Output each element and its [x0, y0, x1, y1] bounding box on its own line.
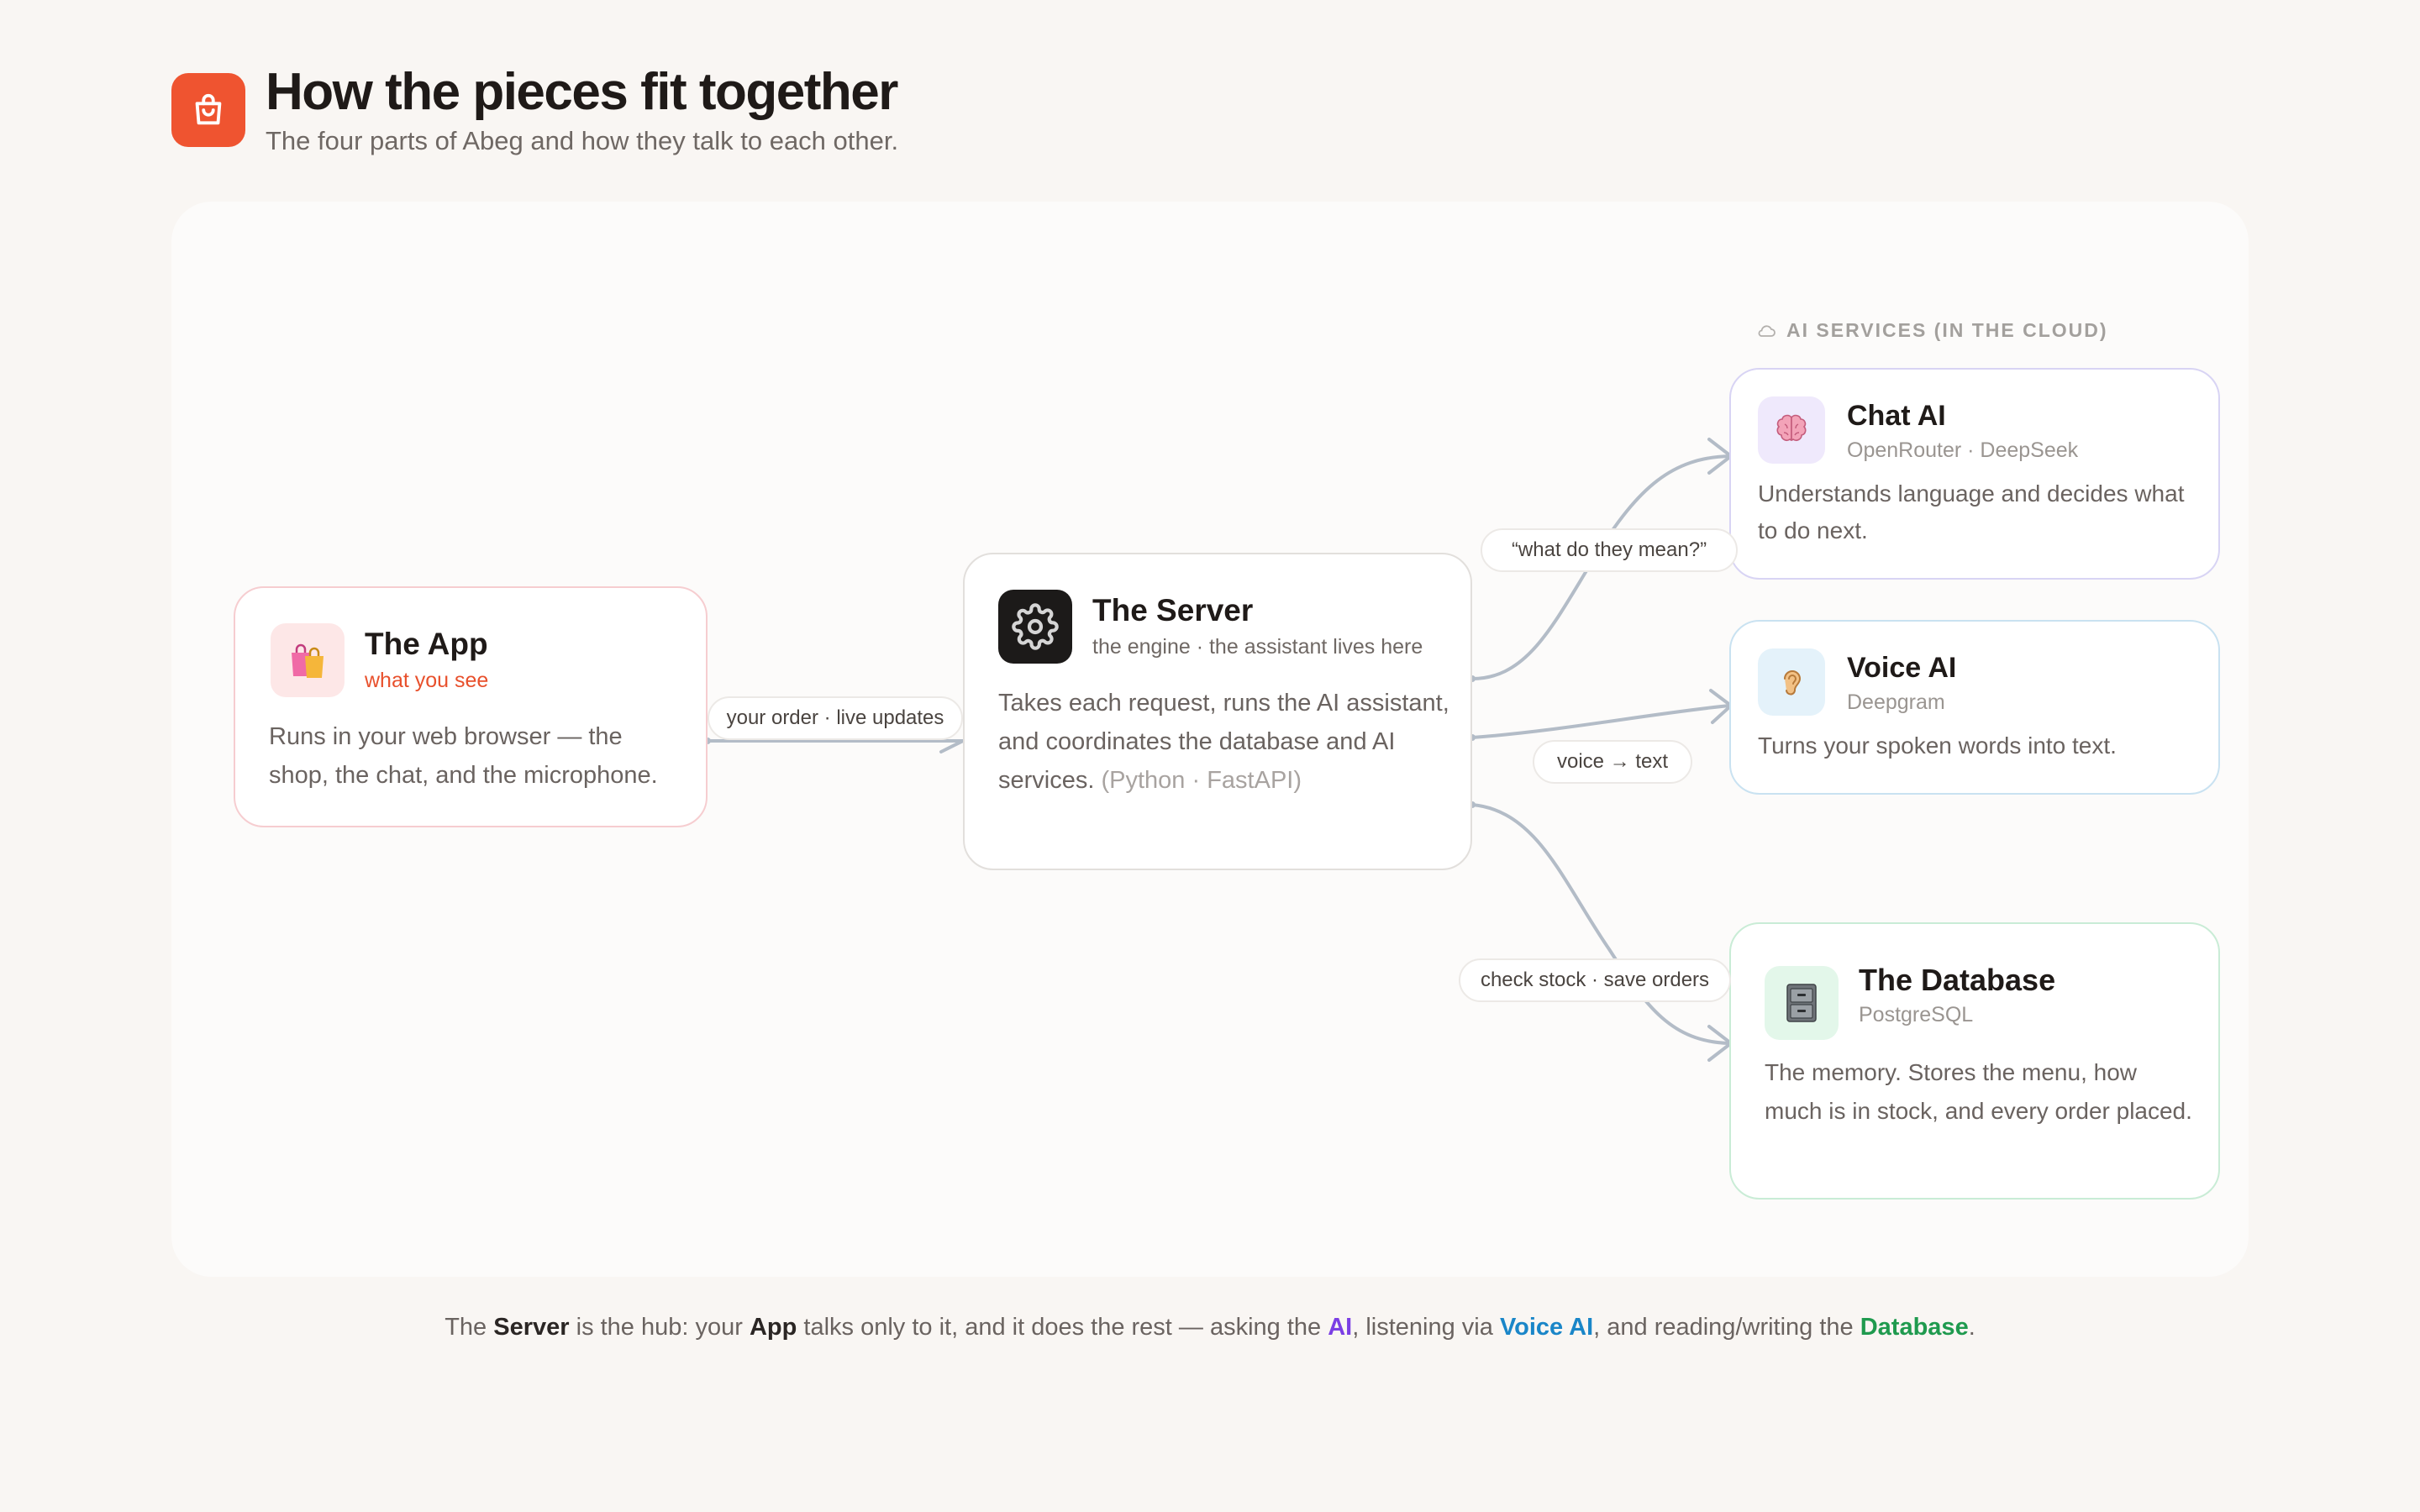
cloud-icon	[1758, 324, 1776, 337]
card-database-title: The Database	[1859, 963, 2056, 997]
footer-voice: Voice AI	[1499, 1314, 1594, 1341]
card-chat-ai-title: Chat AI	[1847, 400, 1946, 432]
page-subtitle: The four parts of Abeg and how they talk…	[266, 126, 899, 155]
footer-text: The	[445, 1314, 494, 1341]
card-database-description: The memory. Stores the menu, how much is…	[1765, 1059, 2192, 1124]
footer-text: .	[1968, 1314, 1975, 1341]
card-chat-ai-description: Understands language and decides what to…	[1758, 480, 2185, 543]
label-server-chat: “what do they mean?”	[1481, 528, 1738, 572]
footer-ai: AI	[1328, 1314, 1353, 1341]
card-chat-ai: Chat AI OpenRouter · DeepSeek Understand…	[1729, 368, 2220, 580]
card-server-description: Takes each request, runs the AI assistan…	[998, 684, 1452, 800]
card-app-subtitle: what you see	[365, 669, 489, 692]
card-server-tech: (Python · FastAPI)	[1101, 767, 1302, 794]
footer-app: App	[749, 1314, 797, 1341]
ear-icon	[1758, 648, 1825, 716]
card-chat-ai-subtitle: OpenRouter · DeepSeek	[1847, 438, 2079, 462]
file-cabinet-icon	[1765, 966, 1839, 1040]
card-voice-ai: Voice AI Deepgram Turns your spoken word…	[1729, 620, 2220, 795]
page-title: How the pieces fit together	[266, 63, 898, 121]
card-server-subtitle: the engine · the assistant lives here	[1092, 635, 1423, 659]
shopping-bags-icon	[271, 623, 345, 697]
brain-icon	[1758, 396, 1825, 464]
footer-database: Database	[1860, 1314, 1969, 1341]
card-server-description-text: Takes each request, runs the AI assistan…	[998, 690, 1449, 794]
card-database-subtitle: PostgreSQL	[1859, 1003, 1974, 1026]
card-app-title: The App	[365, 627, 488, 661]
footer-text: , listening via	[1352, 1314, 1500, 1341]
footer-text: is the hub: your	[569, 1314, 750, 1341]
card-server: The Server the engine · the assistant li…	[963, 553, 1472, 870]
label-app-server: your order · live updates	[708, 696, 963, 740]
card-voice-ai-description: Turns your spoken words into text.	[1758, 732, 2117, 759]
footer-text: talks only to it, and it does the rest —…	[797, 1314, 1328, 1341]
card-app-description: Runs in your web browser — the shop, the…	[269, 723, 658, 789]
footer-text: , and reading/writing the	[1593, 1314, 1860, 1341]
card-app: The App what you see Runs in your web br…	[234, 586, 708, 827]
ai-services-label: AI SERVICES (IN THE CLOUD)	[1756, 319, 2108, 342]
app-logo	[171, 73, 245, 147]
footer-caption: The Server is the hub: your App talks on…	[0, 1310, 2420, 1344]
footer-server: Server	[493, 1314, 570, 1341]
card-voice-ai-title: Voice AI	[1847, 652, 1957, 684]
card-server-title: The Server	[1092, 593, 1254, 627]
shopping-bag-icon	[195, 93, 222, 125]
card-database: The Database PostgreSQL The memory. Stor…	[1729, 922, 2220, 1200]
label-server-voice: voice → text	[1533, 740, 1692, 784]
label-server-db: check stock · save orders	[1459, 958, 1731, 1002]
card-voice-ai-subtitle: Deepgram	[1847, 690, 1945, 714]
gear-icon	[998, 590, 1072, 664]
ai-services-text: AI SERVICES (IN THE CLOUD)	[1786, 319, 2108, 341]
